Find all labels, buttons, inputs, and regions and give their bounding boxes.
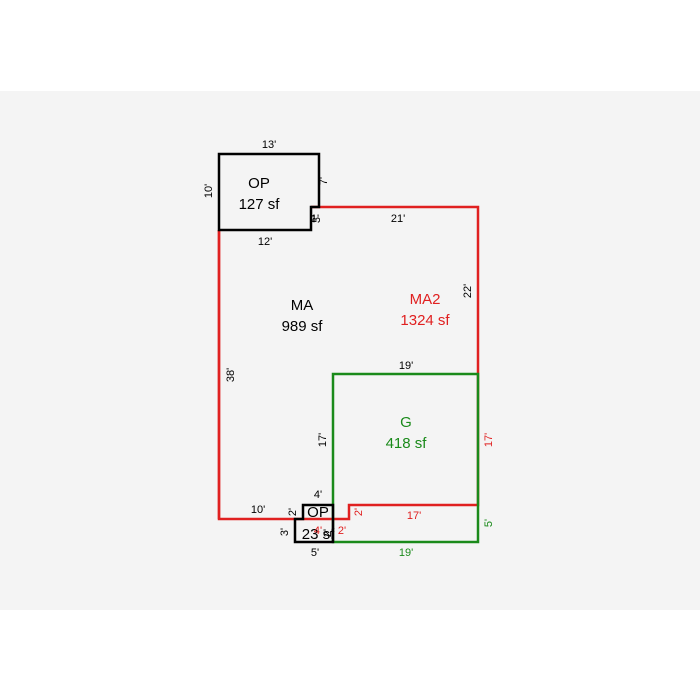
dim-op-top-bottom: 12'	[258, 236, 272, 248]
op-bottom-size: 23 sf	[302, 526, 335, 543]
op-bottom-outline	[293, 503, 335, 544]
dim-op-bottom-left: 3'	[279, 528, 291, 536]
ma2-label: MA2	[410, 291, 441, 308]
dim-op-bottom-inner: 2'	[322, 529, 334, 537]
dim-garage-top: 19'	[399, 360, 413, 372]
op-top-outline	[217, 152, 321, 232]
op-top-size: 127 sf	[239, 196, 281, 213]
op-bottom-label: OP	[307, 504, 329, 521]
dim-ma2-step: 2'	[353, 508, 365, 516]
dim-ma2-small-b: 4'	[314, 525, 322, 537]
ma-size: 989 sf	[282, 318, 324, 335]
garage-size: 418 sf	[386, 435, 428, 452]
dim-ma2-right: 22'	[462, 284, 474, 298]
dim-op-bottom-top: 4'	[314, 489, 322, 501]
dim-garage-bottom: 19'	[399, 547, 413, 559]
dim-ma-notch: 1'	[311, 213, 319, 225]
dim-op-top-right: 7'	[318, 177, 330, 185]
op-top-label: OP	[248, 175, 270, 192]
dim-op-bottom-bottom: 5'	[311, 547, 319, 559]
dim-ma2-right-lower: 17'	[483, 433, 495, 447]
dim-garage-right: 5'	[483, 519, 495, 527]
dim-op-top-height: 10'	[203, 184, 215, 198]
ma2-outline	[217, 205, 480, 521]
ma-label: MA	[291, 297, 314, 314]
ma2-size: 1324 sf	[400, 312, 450, 329]
dim-ma2-bottom: 17'	[407, 510, 421, 522]
garage-outline	[331, 372, 480, 544]
dim-op-top-notch: 3'	[311, 215, 323, 223]
sketch-canvas-background	[0, 91, 700, 610]
garage-label: G	[400, 414, 412, 431]
dim-op-top-width: 13'	[262, 139, 276, 151]
dim-ma2-top: 21'	[391, 213, 405, 225]
dim-ma-bottom: 10'	[251, 504, 265, 516]
dim-op-bottom-side: 2'	[287, 508, 299, 516]
dim-ma2-small-a: 2'	[338, 525, 346, 537]
dim-ma-left: 38'	[225, 368, 237, 382]
dim-garage-left: 17'	[317, 433, 329, 447]
